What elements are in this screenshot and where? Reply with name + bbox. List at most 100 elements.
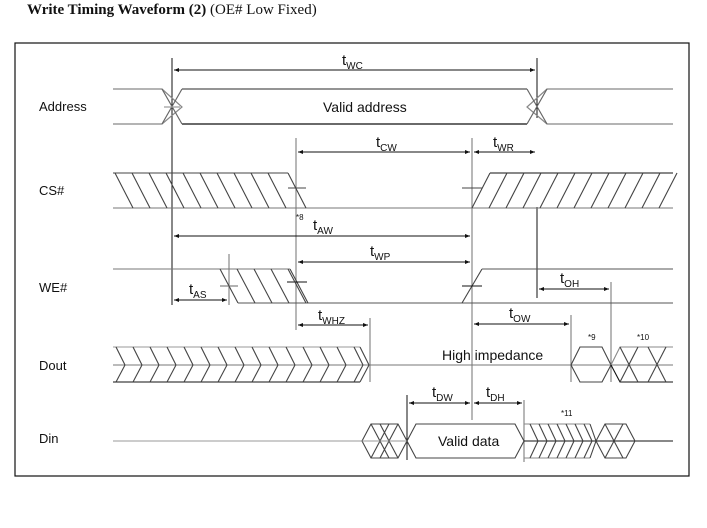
we-waveform bbox=[113, 268, 673, 304]
dout-chevron-line bbox=[302, 346, 313, 366]
din-chevron-line bbox=[574, 423, 584, 442]
din-chevron-line bbox=[583, 440, 593, 459]
cs-hatch-line bbox=[607, 172, 627, 209]
cs-hatch-line bbox=[505, 172, 525, 209]
dout-chevron-line bbox=[336, 364, 347, 383]
dout-chevron-line bbox=[234, 346, 245, 366]
dout-chevron-line bbox=[149, 364, 160, 383]
signal-label-dout: Dout bbox=[39, 358, 67, 373]
cs-hatch-line bbox=[216, 172, 236, 209]
din-chevron-line bbox=[565, 440, 575, 459]
dout-chevron-line bbox=[115, 364, 126, 383]
note-10-marker: *10 bbox=[637, 333, 650, 342]
din-chevron-line bbox=[547, 440, 557, 459]
din-chevron-line bbox=[538, 440, 548, 459]
din-chevron-line bbox=[547, 423, 557, 442]
reference-lines bbox=[171, 58, 538, 460]
cs-hatch-line bbox=[114, 172, 134, 209]
cs-hatch-line bbox=[182, 172, 202, 209]
valid-address-label: Valid address bbox=[323, 99, 407, 115]
dout-chevron-line bbox=[319, 364, 330, 383]
din-waveform bbox=[113, 423, 673, 459]
dout-waveform bbox=[113, 346, 673, 383]
signal-label-address: Address bbox=[39, 99, 87, 114]
cs-hatch-line bbox=[233, 172, 253, 209]
tcw-label: tCW bbox=[376, 134, 397, 154]
we-hatch-line bbox=[236, 268, 256, 304]
dout-chevron-line bbox=[285, 346, 296, 366]
din-chevron-line bbox=[538, 423, 548, 442]
we-hatch-line bbox=[287, 268, 307, 304]
dout-chevron-line bbox=[183, 364, 194, 383]
dout-chevron-line bbox=[115, 346, 126, 366]
we-hatch-line bbox=[253, 268, 273, 304]
note-11-marker: *11 bbox=[561, 409, 573, 418]
twhz-label: tWHZ bbox=[318, 307, 345, 327]
tow-label: tOW bbox=[509, 305, 531, 325]
dout-chevron-line bbox=[183, 346, 194, 366]
dout-chevron-line bbox=[217, 346, 228, 366]
dout-chevron-line bbox=[200, 364, 211, 383]
toh-label: tOH bbox=[560, 270, 579, 290]
dout-chevron-line bbox=[132, 346, 143, 366]
dout-chevron-line bbox=[217, 364, 228, 383]
cs-hatch-line bbox=[641, 172, 661, 209]
high-impedance-label: High impedance bbox=[442, 347, 543, 363]
dout-chevron-line bbox=[132, 364, 143, 383]
twp-label: tWP bbox=[370, 243, 391, 263]
dout-chevron-line bbox=[234, 364, 245, 383]
cs-hatch-line bbox=[573, 172, 593, 209]
din-chevron-line bbox=[529, 440, 539, 459]
din-chevron-line bbox=[556, 423, 566, 442]
diagram-frame bbox=[14, 42, 690, 477]
title-main: Write Timing Waveform (2) bbox=[27, 2, 207, 18]
dout-chevron-line bbox=[251, 364, 262, 383]
din-chevron-line bbox=[583, 423, 593, 442]
dout-chevron-line bbox=[302, 364, 313, 383]
din-chevron-line bbox=[574, 440, 584, 459]
note-8-marker: *8 bbox=[296, 213, 304, 222]
dout-chevron-line bbox=[268, 346, 279, 366]
cs-hatch-line bbox=[250, 172, 270, 209]
dout-chevron-line bbox=[353, 346, 364, 366]
signal-label-cs: CS# bbox=[39, 183, 65, 198]
twc-label: tWC bbox=[342, 52, 363, 72]
cs-hatch-line bbox=[539, 172, 559, 209]
cs-hatch-line bbox=[590, 172, 610, 209]
tas-label: tAS bbox=[189, 281, 207, 301]
valid-data-label: Valid data bbox=[438, 433, 499, 449]
reference-lines-gray bbox=[228, 138, 612, 462]
tdh-label: tDH bbox=[486, 384, 505, 404]
address-waveform bbox=[113, 88, 673, 125]
dout-chevron-line bbox=[200, 346, 211, 366]
dout-chevron-line bbox=[336, 346, 347, 366]
signal-label-din: Din bbox=[39, 431, 59, 446]
cs-hatch-line bbox=[267, 172, 287, 209]
dout-chevron-line bbox=[285, 364, 296, 383]
dout-chevron-line bbox=[353, 364, 364, 383]
din-chevron-line bbox=[529, 423, 539, 442]
din-chevron-line bbox=[565, 423, 575, 442]
cs-hatch-line bbox=[556, 172, 576, 209]
cs-hatch-line bbox=[658, 172, 678, 209]
title-qualifier: (OE# Low Fixed) bbox=[210, 2, 317, 18]
timing-arrows bbox=[174, 68, 609, 405]
din-chevron-line bbox=[556, 440, 566, 459]
taw-label: tAW bbox=[313, 217, 333, 237]
dout-chevron-line bbox=[268, 364, 279, 383]
tdw-label: tDW bbox=[432, 384, 453, 404]
cs-hatch-line bbox=[131, 172, 151, 209]
dout-chevron-line bbox=[166, 346, 177, 366]
cs-hatch-line bbox=[199, 172, 219, 209]
signal-label-we: WE# bbox=[39, 280, 68, 295]
cs-hatch-line bbox=[624, 172, 644, 209]
cs-hatch-line bbox=[488, 172, 508, 209]
cs-hatch-line bbox=[522, 172, 542, 209]
note-9-marker: *9 bbox=[588, 333, 596, 342]
we-hatch-line bbox=[270, 268, 290, 304]
cs-hatch-line bbox=[165, 172, 185, 209]
dout-chevron-line bbox=[149, 346, 160, 366]
dout-chevron-line bbox=[166, 364, 177, 383]
twr-label: tWR bbox=[493, 134, 514, 154]
